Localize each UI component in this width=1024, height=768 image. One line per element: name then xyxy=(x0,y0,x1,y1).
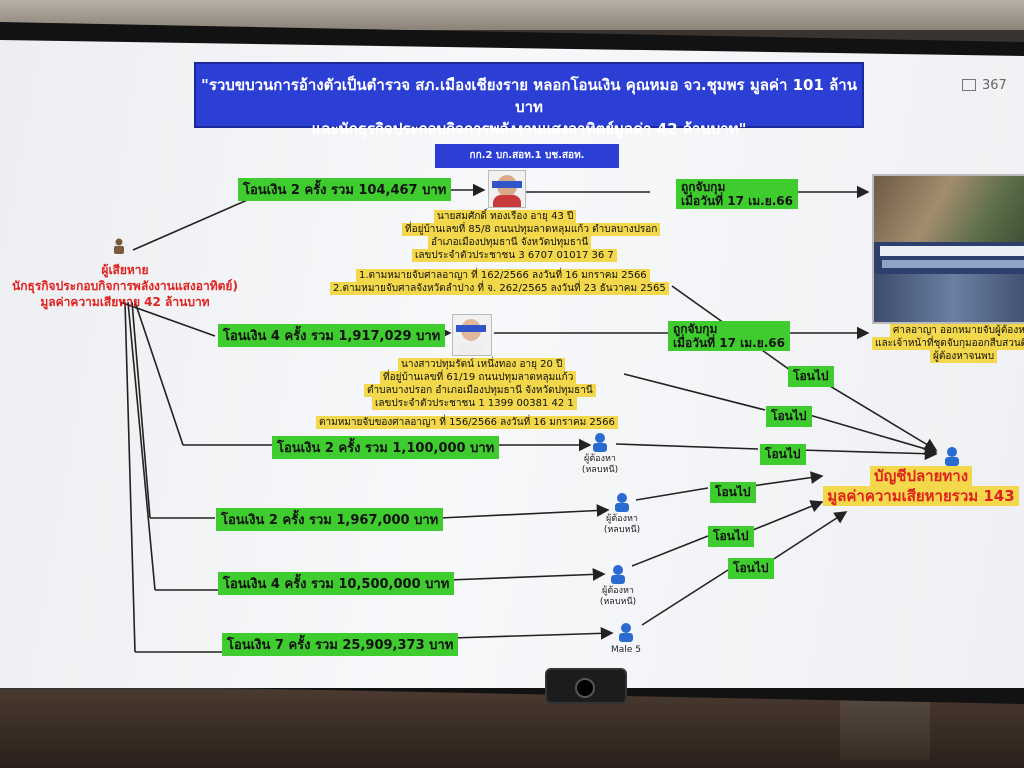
arrow-victim-t4 xyxy=(131,301,151,519)
fugitive1-person-icon xyxy=(593,433,607,452)
transfer-2: โอนเงิน 4 ครั้ง รวม 1,917,029 บาท xyxy=(218,324,446,347)
suspect1-id: เลขประจำตัวประชาชน 3 6707 01017 36 7 xyxy=(412,249,617,262)
fugitive3-name: ผู้ต้องหา xyxy=(602,586,634,596)
arrest-label-2-line2: เมื่อวันที่ 17 เม.ย.66 xyxy=(673,336,785,350)
suspect1-warrant1: 1.ตามหมายจับศาลอาญา ที่ 162/2566 ลงวันที… xyxy=(356,269,650,282)
transfer-out-3: โอนไป xyxy=(760,444,806,465)
suspect2-addr2: ตำบลบางปรอก อำเภอเมืองปทุมธานี จังหวัดปท… xyxy=(364,384,596,397)
arrow-victim-t3 xyxy=(134,301,184,446)
slide-title: "รวบขบวนการอ้างตัวเป็นตำรวจ สภ.เมืองเชีย… xyxy=(194,62,864,138)
fugitive3-status: (หลบหนี) xyxy=(599,597,637,607)
arrest-label-1: ถูกจับกุม เมื่อวันที่ 17 เม.ย.66 xyxy=(676,179,798,209)
fugitive1-status: (หลบหนี) xyxy=(581,465,619,475)
suspect2-warrant: ตามหมายจับของศาลอาญา ที่ 156/2566 ลงวันท… xyxy=(316,416,618,429)
room-wall-top xyxy=(0,0,1024,30)
transfer-3: โอนเงิน 2 ครั้ง รวม 1,100,000 บาท xyxy=(272,436,500,459)
suspect1-photo xyxy=(488,170,526,208)
victim-title: ผู้เสียหาย xyxy=(101,263,149,277)
flow-arrows xyxy=(119,183,938,653)
transfer-4: โอนเงิน 2 ครั้ง รวม 1,967,000 บาท xyxy=(216,508,444,531)
unit-label: กก.2 บก.สอท.1 บช.สอท. xyxy=(435,144,619,168)
suspect1-name: นายสมศักดิ์ ทองเรือง อายุ 43 ปี xyxy=(434,210,577,223)
photo-caption-2: และเจ้าหน้าที่ชุดจับกุมออกสืบสวนติดตาม xyxy=(872,337,1024,350)
slide-title-line1: "รวบขบวนการอ้างตัวเป็นตำรวจ สภ.เมืองเชีย… xyxy=(201,76,857,116)
fugitive2-label: ผู้ต้องหา (หลบหนี) xyxy=(592,514,652,536)
fugitive1-name: ผู้ต้องหา xyxy=(584,454,616,464)
destination-person-icon xyxy=(945,447,959,466)
arrest-label-2: ถูกจับกุม เมื่อวันที่ 17 เม.ย.66 xyxy=(668,321,790,351)
suspect2-id: เลขประจำตัวประชาชน 1 1399 00381 42 1 xyxy=(372,397,577,410)
suspect1-warrant2: 2.ตามหมายจับศาลจังหวัดลำปาง ที่ จ. 262/2… xyxy=(330,282,669,295)
transfer-out-4: โอนไป xyxy=(710,482,756,503)
suspects-group-photo xyxy=(874,274,1024,322)
suspect2-addr1: ที่อยู่บ้านเลขที่ 61/19 ถนนปทุมลาดหลุมแก… xyxy=(380,371,577,384)
photo-caption-3: ผู้ต้องหาจนพบ xyxy=(930,350,998,363)
arrest-label-1-line1: ถูกจับกุม xyxy=(681,180,726,194)
fugitive3-person-icon xyxy=(611,565,625,584)
fugitive1-label: ผู้ต้องหา (หลบหนี) xyxy=(570,454,630,476)
fugitive2-person-icon xyxy=(615,493,629,512)
page-number: 367 xyxy=(982,78,1007,93)
transfer-6: โอนเงิน 7 ครั้ง รวม 25,909,373 บาท xyxy=(222,633,459,656)
presentation-screen: "รวบขบวนการอ้างตัวเป็นตำรวจ สภ.เมืองเชีย… xyxy=(0,40,1024,688)
destination-account: บัญชีปลายทาง มูลค่าความเสียหายรวม 143 xyxy=(806,466,1024,506)
arrest-label-1-line2: เมื่อวันที่ 17 เม.ย.66 xyxy=(681,194,793,208)
transfer-1: โอนเงิน 2 ครั้ง รวม 104,467 บาท xyxy=(238,178,452,201)
transfer-out-1: โอนไป xyxy=(788,366,834,387)
transfer-out-5: โอนไป xyxy=(708,526,754,547)
male5-label: Male 5 xyxy=(611,645,641,655)
webcam xyxy=(545,668,627,704)
photo-caption-1: ศาลอาญา ออกหมายจับผู้ต้องหา xyxy=(890,324,1024,337)
victim-block: ผู้เสียหาย นักธุรกิจประกอบกิจการพลังงานแ… xyxy=(0,262,250,310)
arrow-victim-t5 xyxy=(127,301,156,591)
arrest-label-2-line1: ถูกจับกุม xyxy=(673,322,718,336)
victim-desc: นักธุรกิจประกอบกิจการพลังงานแสงอาทิตย์) xyxy=(12,279,238,293)
fugitive3-label: ผู้ต้องหา (หลบหนี) xyxy=(588,586,648,608)
male5-person-icon xyxy=(619,623,633,642)
fugitive2-name: ผู้ต้องหา xyxy=(606,514,638,524)
arrow-victim-t2 xyxy=(119,301,216,337)
transfer-out-6: โอนไป xyxy=(728,558,774,579)
suspect2-name: นางสาวปทุมรัตน์ เหนึ่งทอง อายุ 20 ปี xyxy=(398,358,566,371)
arrest-photo-collage xyxy=(872,174,1024,324)
suspect1-addr2: อำเภอเมืองปทุมธานี จังหวัดปทุมธานี xyxy=(428,236,592,249)
suspect1-addr1: ที่อยู่บ้านเลขที่ 85/8 ถนนปทุมลาดหลุมแก้… xyxy=(402,223,661,236)
destination-line1: บัญชีปลายทาง xyxy=(869,466,973,486)
arrest-scene-photo xyxy=(874,176,1024,242)
arrow-victim-t6 xyxy=(124,301,136,653)
transfer-out-2: โอนไป xyxy=(766,406,812,427)
fugitive2-status: (หลบหนี) xyxy=(603,525,641,535)
victim-loss: มูลค่าความเสียหาย 42 ล้านบาท xyxy=(40,295,210,309)
slide-icon xyxy=(962,79,976,91)
suspect2-photo xyxy=(452,314,492,356)
slide-title-line2: และนักธุรกิจประกอบกิจการพลังงานแสงอาทิตย… xyxy=(311,120,747,138)
destination-line2: มูลค่าความเสียหายรวม 143 xyxy=(823,486,1019,506)
victim-person-icon xyxy=(114,238,124,254)
transfer-5: โอนเงิน 4 ครั้ง รวม 10,500,000 บาท xyxy=(218,572,455,595)
